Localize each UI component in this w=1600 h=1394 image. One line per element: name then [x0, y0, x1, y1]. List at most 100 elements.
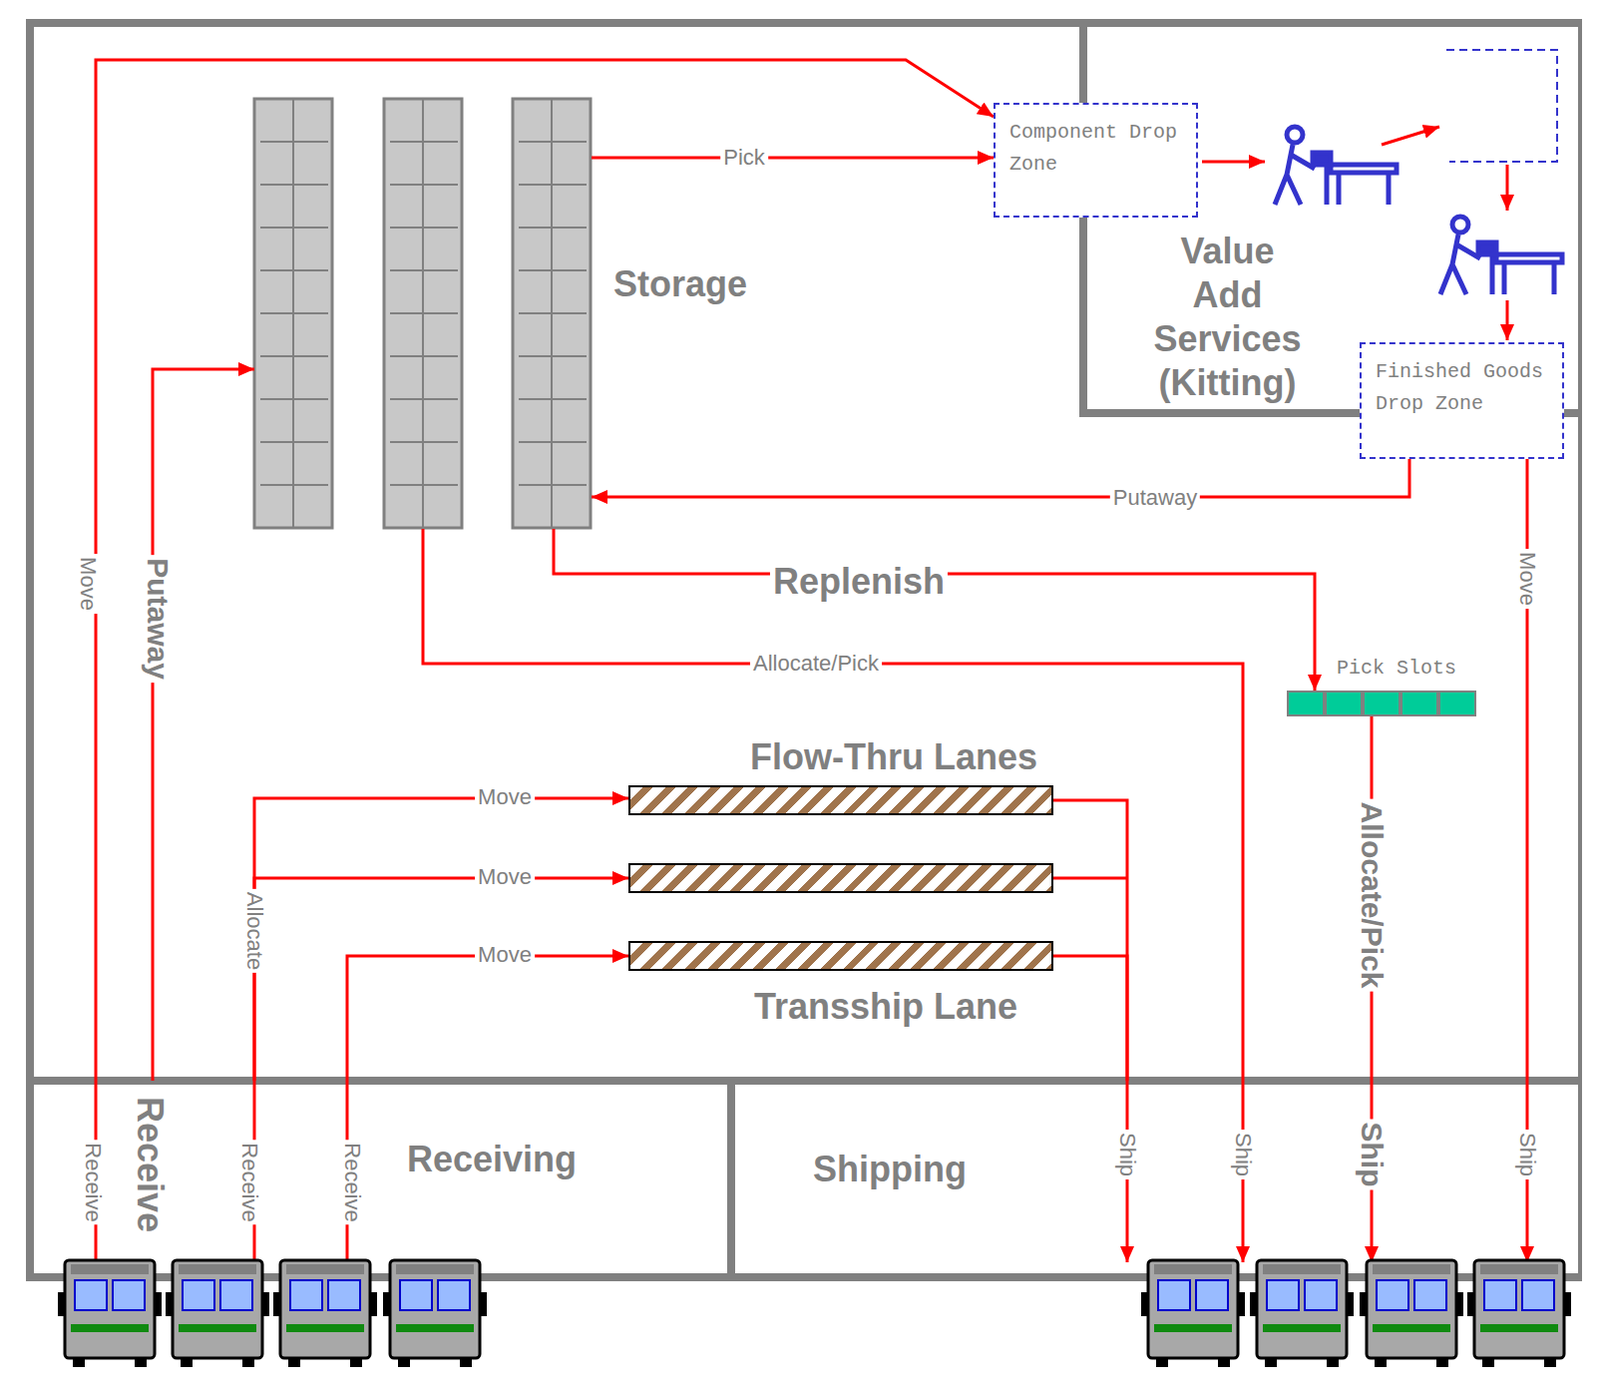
flow-note: Ship: [1229, 1129, 1256, 1180]
rack-shelf: [390, 183, 458, 186]
flow-connector: [1053, 800, 1128, 1081]
truck-window: [290, 1279, 323, 1310]
truck-hood: [178, 1263, 257, 1274]
rack-shelf: [260, 226, 329, 229]
truck-body: [1366, 1259, 1457, 1358]
flow-connector: [553, 528, 1315, 691]
edge-label: Putaway: [1110, 484, 1200, 511]
truck-window: [1484, 1279, 1517, 1310]
node-text: Value Add Services (Kitting): [1145, 229, 1310, 405]
truck-bumper: [70, 1323, 149, 1332]
truck-wheel: [288, 1357, 301, 1367]
storage-rack: [512, 98, 591, 528]
truck-wheel: [134, 1357, 147, 1367]
rack-shelf: [390, 226, 458, 229]
lane-bar: [628, 940, 1054, 971]
truck-bumper: [178, 1323, 257, 1332]
worker-head: [1286, 126, 1303, 143]
flow-note: Receive: [236, 1139, 263, 1224]
flow-connector: [152, 369, 255, 1081]
storage-area: Storage: [254, 97, 592, 529]
truck-window: [74, 1279, 107, 1310]
flow-connector: [591, 156, 994, 160]
kitting-flow: [1506, 164, 1510, 211]
flow-connector: [347, 955, 629, 1081]
rack-shelf: [518, 269, 587, 272]
edge-label: Pick: [720, 144, 769, 171]
truck-wheel: [1482, 1357, 1495, 1367]
truck-wheel: [398, 1357, 410, 1367]
truck-bumper: [1154, 1323, 1232, 1332]
worker-box: [1478, 242, 1497, 255]
pick-slots: Pick Slots: [1286, 690, 1477, 717]
flow-note: Receive: [127, 1093, 172, 1235]
truck-icon: [1141, 1259, 1245, 1367]
flow-lanes: Flow-Thru Lanes: [628, 785, 1054, 893]
truck-icon: [57, 1259, 162, 1367]
flow-note: Receive: [339, 1139, 366, 1224]
edge-label: Move: [474, 863, 535, 890]
rack-shelf: [260, 269, 329, 272]
worker-box: [1312, 152, 1331, 165]
rack-shelf: [518, 398, 587, 400]
rack-shelf: [518, 140, 587, 143]
truck-hood: [70, 1263, 149, 1274]
rack-shelf: [518, 440, 587, 443]
truck-wheel: [1217, 1357, 1230, 1367]
truck-body: [280, 1259, 371, 1358]
rack-shelf: [260, 483, 329, 486]
edge-label: Allocate/Pick: [1354, 799, 1389, 992]
truck-wheel: [1436, 1357, 1449, 1367]
truck-window: [1414, 1279, 1447, 1310]
storage-rack: [384, 98, 462, 528]
truck-hood: [1480, 1263, 1559, 1274]
kitting-flow: [1201, 160, 1265, 164]
rack-shelf: [390, 483, 458, 486]
edge-label: Move: [1514, 548, 1541, 609]
rack-shelf: [260, 312, 329, 315]
node-text: Pick Slots: [1336, 652, 1457, 685]
flow-note: Ship: [1514, 1129, 1541, 1180]
flow-note: Receive: [79, 1139, 106, 1224]
truck-body: [64, 1259, 155, 1358]
lane-merge-line: [1053, 876, 1128, 880]
worker-head: [1452, 216, 1469, 233]
rack-shelf: [518, 355, 587, 358]
worker-icon: [1440, 216, 1563, 295]
flow-note: Ship: [1354, 1119, 1389, 1191]
truck-body: [1256, 1259, 1347, 1358]
node-text: Storage: [613, 262, 748, 307]
node-text: Shipping: [812, 1147, 967, 1192]
building-wall: [29, 22, 1583, 1277]
rack-shelf: [518, 226, 587, 229]
dock-divider: [727, 1080, 736, 1274]
edge-label: Move: [474, 941, 535, 968]
truck-bumper: [286, 1323, 365, 1332]
transship-lane: Transship Lane: [628, 940, 1054, 971]
rack-shelf: [260, 355, 329, 358]
rack-shelf: [518, 483, 587, 486]
node-text: Transship Lane: [754, 984, 1018, 1029]
rack-shelf: [390, 269, 458, 272]
truck-wheel: [1264, 1357, 1277, 1367]
storage-rack: [254, 98, 333, 528]
edge-label: Putaway: [140, 554, 175, 683]
flow-connector: [254, 798, 629, 1081]
truck-window: [1266, 1279, 1299, 1310]
flow-connector: [1053, 955, 1128, 1081]
label-layer: MovePutawayPickPutawayReplenishAllocate/…: [17, 14, 1583, 1378]
truck-window: [182, 1279, 215, 1310]
truck-icon: [273, 1259, 378, 1367]
rack-shelf: [260, 183, 329, 186]
node-text: Flow-Thru Lanes: [750, 735, 1038, 780]
shipping-dock: Shipping: [731, 1080, 1583, 1274]
drop-zone: Finished Goods Drop Zone: [1359, 342, 1565, 459]
truck-bumper: [1372, 1323, 1451, 1332]
node-text: Component Drop Zone: [1009, 116, 1183, 181]
kitting-flow: [1506, 300, 1510, 341]
truck-bumper: [396, 1323, 474, 1332]
kitting-flow: [1381, 126, 1440, 145]
truck-body: [172, 1259, 263, 1358]
truck-wheel: [1544, 1357, 1557, 1367]
truck-body: [390, 1259, 480, 1358]
